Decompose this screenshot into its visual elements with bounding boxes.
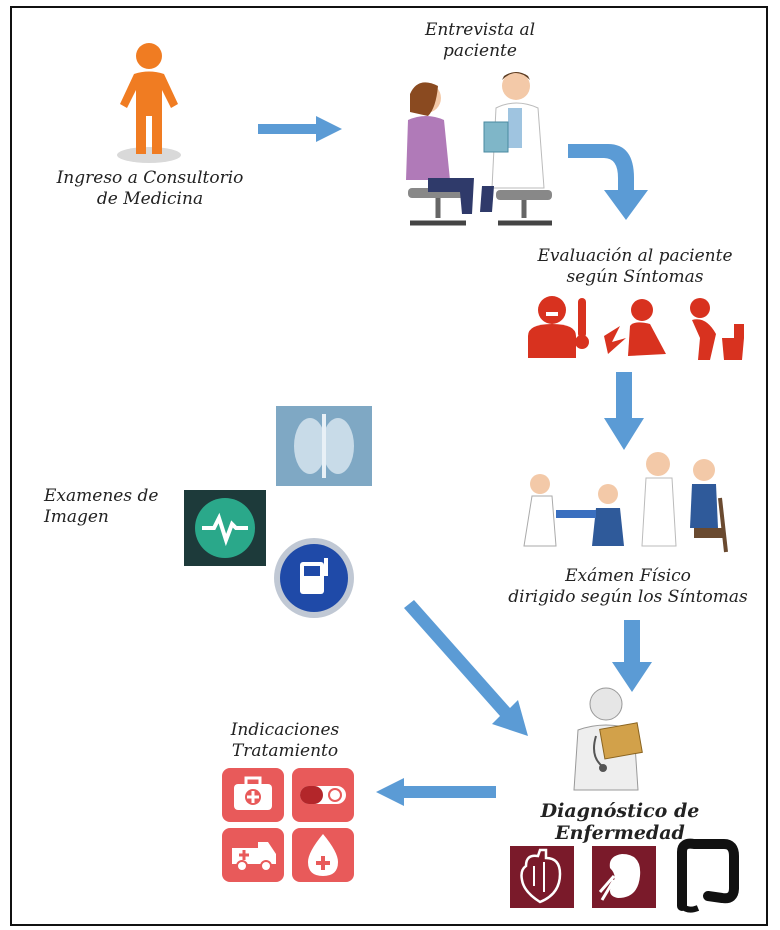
- doctor-patient-interview-icon: [406, 72, 552, 226]
- arrow-right-1: [258, 116, 342, 142]
- first-aid-kit-icon: [222, 768, 284, 822]
- arrow-curve-down: [568, 144, 648, 220]
- ultrasound-icon: [274, 538, 354, 618]
- pill-icon: [292, 768, 354, 822]
- standing-person-icon: [117, 43, 181, 163]
- evaluacion-label: Evaluación al paciente según Síntomas: [537, 246, 733, 287]
- ingreso-label: Ingreso a Consultorio de Medicina: [56, 168, 244, 209]
- examenes-imagen-label: Examenes de Imagen: [44, 486, 159, 527]
- colon-icon: [677, 838, 739, 913]
- vomiting-icon: [690, 298, 744, 360]
- blood-pressure-exam-icon: [512, 454, 632, 554]
- diagram-frame: [10, 6, 768, 926]
- fever-icon: [528, 296, 589, 358]
- kidney-icon: [592, 846, 656, 908]
- cough-icon: [604, 299, 666, 356]
- heart-icon: [510, 846, 574, 908]
- examen-fisico-label: Exámen Físico dirigido según los Síntoma…: [508, 566, 748, 607]
- heartbeat-app-icon: [184, 490, 266, 566]
- diagnostico-label: Diagnóstico de Enfermedad: [540, 800, 700, 844]
- entrevista-label: Entrevista al paciente: [424, 20, 536, 61]
- arrow-down-2: [612, 620, 652, 692]
- arrow-diagonal: [404, 600, 528, 736]
- arrow-left: [376, 778, 496, 806]
- physical-exam-icon: [641, 452, 728, 553]
- ambulance-icon: [222, 828, 284, 882]
- xray-icon: [276, 406, 372, 486]
- indicaciones-label: Indicaciones Tratamiento: [230, 720, 340, 761]
- doctor-clipboard-icon: [573, 687, 643, 791]
- arrow-down-1: [604, 372, 644, 450]
- blood-drop-icon: [292, 828, 354, 882]
